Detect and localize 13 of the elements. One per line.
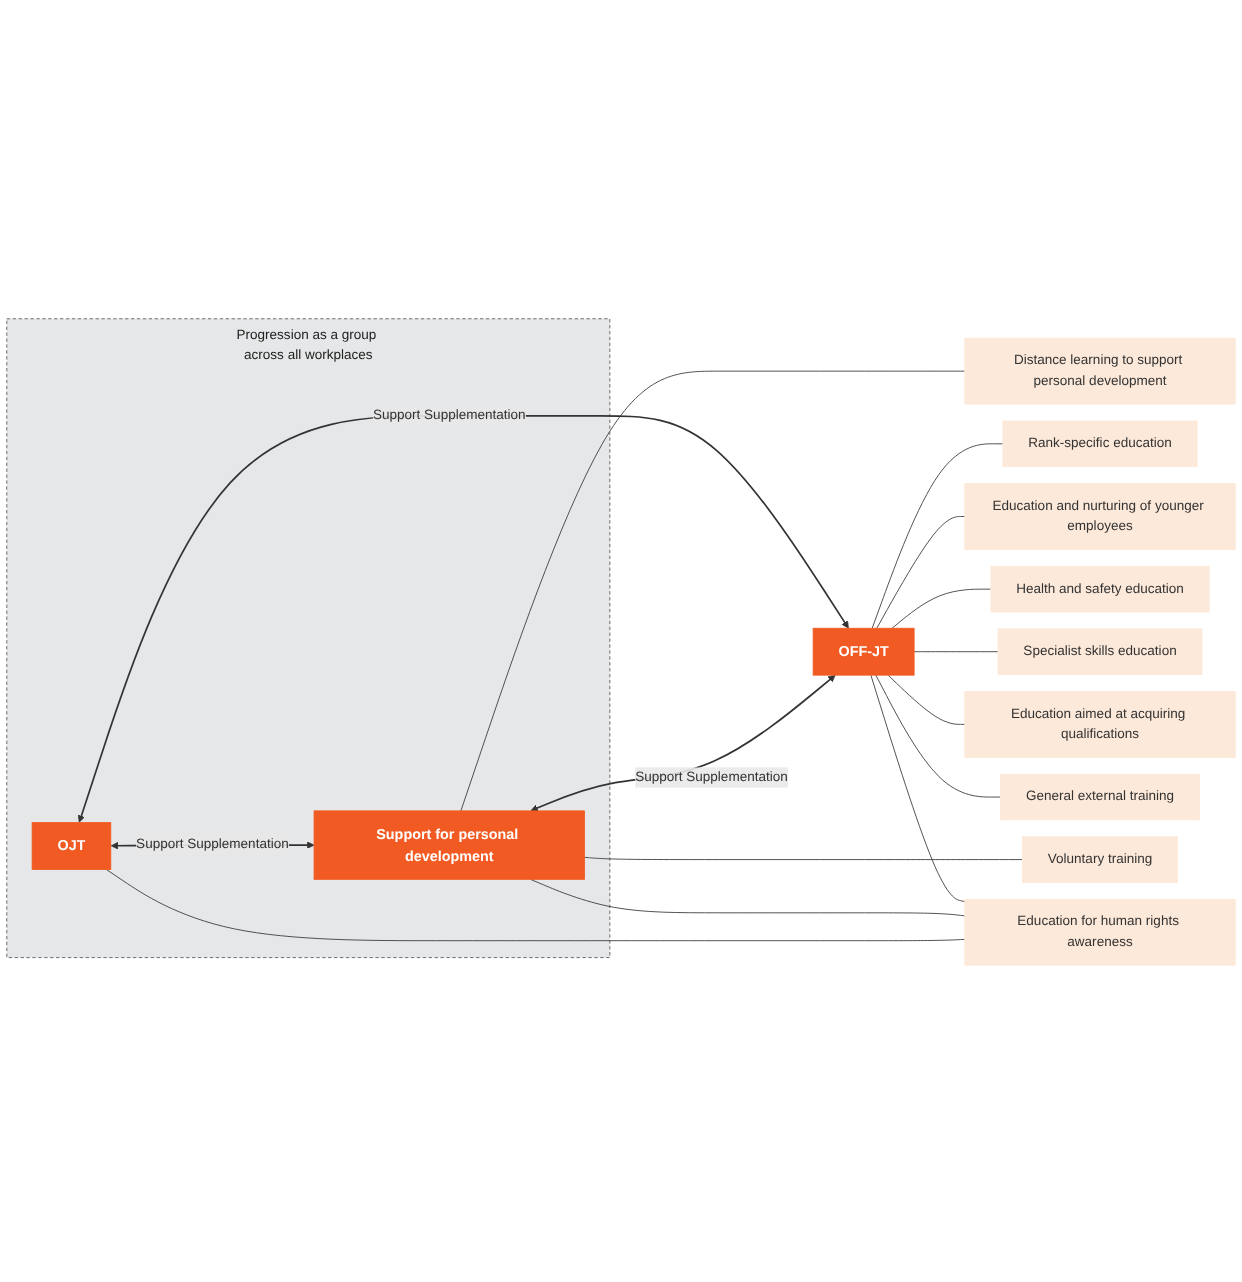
connector bbox=[891, 587, 992, 628]
connector bbox=[460, 369, 966, 811]
connector bbox=[871, 442, 1004, 628]
arrow bbox=[530, 673, 836, 811]
connector bbox=[875, 673, 1002, 797]
connector bbox=[913, 650, 999, 652]
connector bbox=[584, 855, 1023, 859]
connector bbox=[105, 868, 966, 941]
connector bbox=[887, 673, 966, 724]
connector bbox=[530, 877, 966, 916]
connector bbox=[876, 515, 966, 628]
arrow bbox=[77, 414, 849, 822]
connector bbox=[870, 673, 966, 902]
